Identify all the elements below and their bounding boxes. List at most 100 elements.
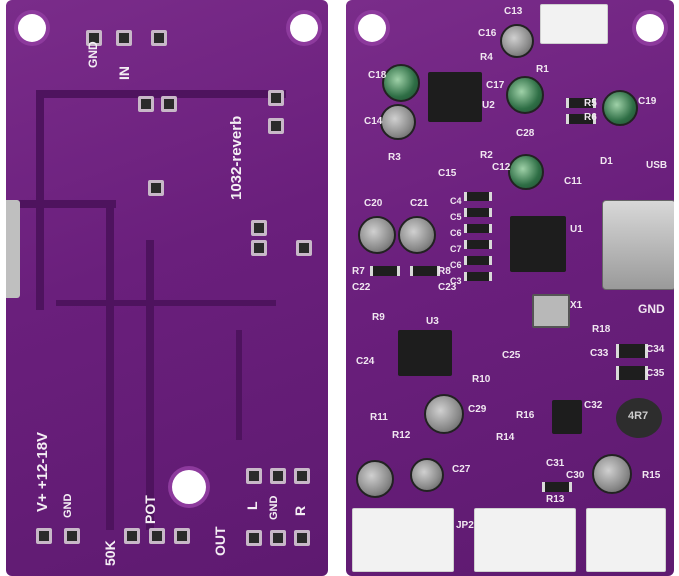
ref-c6: C6	[450, 228, 462, 238]
label-gnd-out: GND	[268, 495, 280, 520]
chip-u3	[398, 330, 452, 376]
smd-r7	[370, 266, 400, 276]
mount-hole-tr	[290, 14, 318, 42]
ref-x1: X1	[570, 300, 583, 311]
pad	[151, 30, 167, 46]
cap-c18	[382, 64, 420, 102]
ref-c35: C35	[646, 368, 665, 379]
pad	[251, 240, 267, 256]
ref-c33: C33	[590, 348, 609, 359]
smd-c7	[464, 240, 492, 249]
ref-c5: C5	[450, 212, 462, 222]
pad	[86, 30, 102, 46]
ref-r18: R18	[592, 324, 611, 335]
ref-jp2: JP2	[456, 520, 474, 531]
pad-vplus	[36, 528, 52, 544]
ref-c12: C12	[492, 162, 511, 173]
cap-c27b	[410, 458, 444, 492]
pad-pot-2	[149, 528, 165, 544]
ref-r2: R2	[480, 150, 493, 161]
chip-u1	[510, 216, 566, 272]
cap-c19	[602, 90, 638, 126]
label-power: V+ +12-18V	[34, 431, 51, 512]
ref-c11: C11	[564, 176, 582, 187]
ref-r6: R6	[584, 112, 597, 123]
smd-r13	[542, 482, 572, 492]
ref-c8: C6	[450, 260, 462, 270]
crystal-x1	[532, 294, 570, 328]
cap-c27a	[356, 460, 394, 498]
label-out: OUT	[212, 526, 228, 556]
ref-4r7: 4R7	[628, 410, 649, 422]
ref-c30: C30	[566, 470, 585, 481]
pad	[268, 118, 284, 134]
pad	[148, 180, 164, 196]
ref-c7: C7	[450, 244, 462, 254]
smd-r5	[566, 98, 596, 108]
inductor-4r7	[616, 398, 662, 438]
ref-c23: C23	[438, 282, 457, 293]
ref-r8: R8	[438, 266, 451, 277]
ref-c13: C13	[504, 6, 523, 17]
cap-c13	[500, 24, 534, 58]
ref-c18: C18	[368, 70, 387, 81]
ref-c25: C25	[502, 350, 521, 361]
pad	[294, 530, 310, 546]
mount-hole-bottom	[172, 470, 206, 504]
label-in: IN	[116, 66, 132, 80]
ref-c34: C34	[646, 344, 665, 355]
ref-c16: C16	[478, 28, 497, 39]
ref-c31: C31	[546, 458, 565, 469]
mount-hole-tr	[636, 14, 664, 42]
cap-c30	[592, 454, 632, 494]
trace	[146, 240, 154, 530]
ref-u2: U2	[482, 100, 495, 111]
connector-bottom-right	[586, 508, 666, 572]
usb-c-port	[602, 200, 674, 290]
cap-c17	[506, 76, 544, 114]
pad-pot-1	[124, 528, 140, 544]
ref-c32: C32	[584, 400, 603, 411]
pad	[116, 30, 132, 46]
label-r: R	[292, 505, 308, 516]
label-l: L	[244, 501, 260, 510]
cap-c21	[398, 216, 436, 254]
ref-c28: C28	[516, 128, 535, 139]
pad	[246, 530, 262, 546]
ref-r13: R13	[546, 494, 565, 505]
trace	[106, 200, 114, 530]
smd-r8	[410, 266, 440, 276]
ref-gnd: GND	[638, 302, 665, 316]
trace	[56, 300, 276, 306]
trace	[6, 200, 116, 208]
pcb-back-side: GND IN 1032-reverb V+ +12-18V GND 50K PO…	[6, 0, 328, 576]
smd-c33	[616, 344, 648, 358]
pcb-front-side: C13 C16 R4 R1 C18 C17 U2 R5 R6 C19 C14 C…	[346, 0, 674, 576]
cap-c20	[358, 216, 396, 254]
ref-c3: C3	[450, 276, 462, 286]
ref-c22: C22	[352, 282, 371, 293]
smd-c34	[616, 366, 648, 380]
ref-r15: R15	[642, 470, 661, 481]
label-gnd-top: GND	[86, 41, 100, 68]
ref-r14: R14	[496, 432, 515, 443]
ref-r4: R4	[480, 52, 493, 63]
ref-r16: R16	[516, 410, 535, 421]
ref-c20: C20	[364, 198, 383, 209]
ref-r12: R12	[392, 430, 411, 441]
chip-u2	[428, 72, 482, 122]
pad-out-gnd	[270, 468, 286, 484]
ref-r3: R3	[388, 152, 401, 163]
ref-r1: R1	[536, 64, 549, 75]
ref-d1: D1	[600, 156, 613, 167]
pad	[268, 90, 284, 106]
mount-hole-tl	[358, 14, 386, 42]
label-pot: POT	[142, 495, 158, 524]
smd-c8	[464, 256, 492, 265]
ref-c4: C4	[450, 196, 462, 206]
label-50k: 50K	[102, 540, 118, 566]
ref-c15: C15	[438, 168, 457, 179]
connector-bottom-mid	[474, 508, 576, 572]
ref-usb: USB	[646, 160, 668, 171]
ref-u1: U1	[570, 224, 583, 235]
